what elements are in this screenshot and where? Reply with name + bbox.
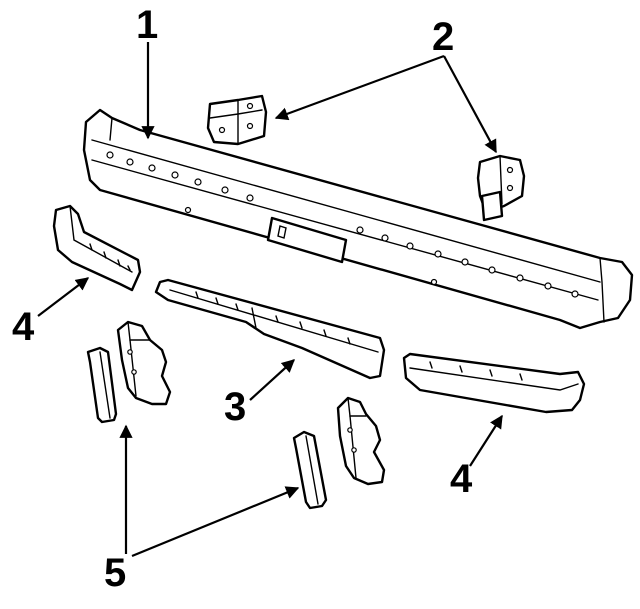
bumper-holes xyxy=(106,151,579,298)
bumper-bracket-left xyxy=(206,94,268,146)
callout-4-right: 4 xyxy=(450,457,473,501)
end-guard-right xyxy=(402,352,586,414)
leader-lines xyxy=(37,42,503,558)
callout-1: 1 xyxy=(136,3,158,47)
bumper-face-bar xyxy=(82,108,634,330)
filler-right-block xyxy=(336,396,386,486)
filler-left-block xyxy=(116,320,172,406)
bumper-bracket-right xyxy=(476,154,526,222)
callout-2: 2 xyxy=(432,15,454,59)
center-guard xyxy=(154,278,386,380)
filler-right-strip xyxy=(292,430,328,510)
end-guard-left xyxy=(52,204,142,292)
callout-3: 3 xyxy=(224,385,246,429)
callout-4-left: 4 xyxy=(12,305,35,349)
filler-left-strip xyxy=(86,346,118,424)
callout-5: 5 xyxy=(104,551,126,595)
